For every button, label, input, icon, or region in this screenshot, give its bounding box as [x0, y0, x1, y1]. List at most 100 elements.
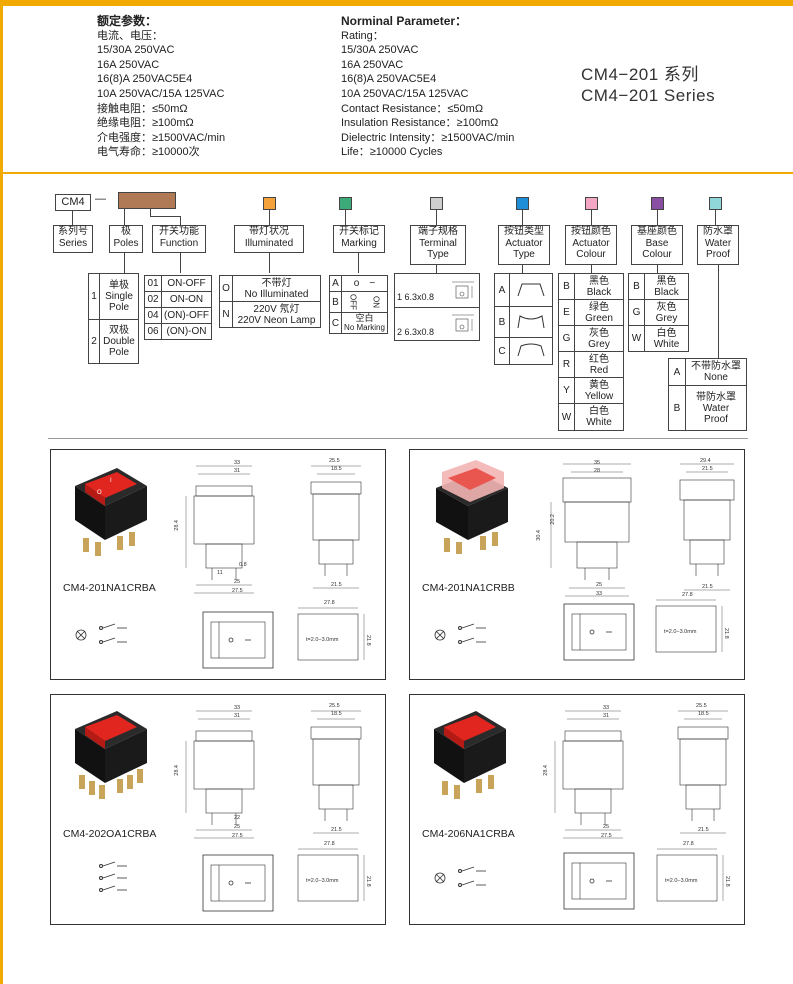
base-colour-code: B	[628, 273, 645, 300]
terminal-label: 6.3x0.8	[404, 327, 435, 337]
text-label: 27.5	[601, 833, 612, 839]
spec-cn-line: 电流、电压：	[97, 29, 163, 42]
act-colour-code: R	[558, 351, 575, 378]
actuator-code: C	[494, 337, 510, 365]
text-label: 18.5	[331, 466, 342, 472]
function-code: 04	[144, 307, 162, 324]
spec-cn-line: 介电强度：≥1500VAC/min	[97, 131, 226, 144]
text-label: Single	[105, 291, 133, 302]
text-label: 33	[234, 460, 241, 466]
illum-code: N	[219, 301, 233, 328]
text-label: 30.4	[536, 530, 542, 541]
series-title: CM4−201 系列 CM4−201 Series	[581, 64, 715, 106]
spec-cn-line: 10A 250VAC/15A 125VAC	[97, 87, 225, 100]
top-accent-bar	[0, 0, 793, 6]
text-label: 按钮类型	[504, 226, 544, 237]
text-label: 端子规格	[418, 226, 458, 237]
text-label: Function	[159, 237, 199, 249]
terminal-label: 6.3x0.8	[404, 292, 435, 302]
panel-face-drawing	[202, 611, 274, 669]
text-label: 21.5	[702, 584, 713, 590]
text-label: Colour	[576, 249, 606, 260]
text-label: Double	[103, 336, 135, 347]
actuator-shape-c	[509, 337, 553, 365]
text-label: Type	[513, 249, 535, 260]
spec-cn-line: 16A 250VAC	[97, 58, 160, 71]
text-label: Pole	[108, 302, 129, 313]
section-divider	[0, 172, 793, 174]
text-label: 基座颜色	[637, 226, 677, 237]
terminal-drawing-1	[452, 281, 474, 299]
text-label: 28	[594, 468, 601, 474]
series-title-cn: CM4−201 系列	[581, 65, 699, 84]
front-drawing	[554, 710, 624, 839]
text-label: Water	[702, 402, 730, 414]
text-label: 31	[234, 468, 241, 474]
spec-en: Norminal Parameter： Rating： 15/30A 250VA…	[341, 14, 514, 160]
text-label: 绿色	[589, 301, 609, 313]
text-label: 灰色	[589, 327, 609, 339]
text-label: 20.2	[550, 514, 556, 525]
base-colour-code: W	[628, 325, 645, 352]
spec-cn-line: 16(8)A 250VAC5E4	[97, 73, 193, 86]
function-code: 06	[144, 323, 162, 340]
text-label: 25.5	[696, 703, 707, 709]
product-model: CM4-201NA1CRBA	[63, 582, 156, 594]
text-label: 系列号	[58, 226, 88, 237]
spec-cn-line: 绝缘电阻：≥100mΩ	[97, 117, 194, 130]
text-label: 27.8	[683, 841, 694, 847]
text-label: Terminal	[419, 237, 457, 249]
text-label: Actuator	[505, 237, 543, 249]
act-colour-code: G	[558, 325, 575, 352]
text-label: 18.5	[698, 711, 709, 717]
spec-en-line: Dielectric Intensity：≥1500VAC/min	[341, 131, 515, 144]
text-label: 220V Neon Lamp	[237, 314, 316, 326]
text-label: 0.8	[239, 562, 247, 568]
text-label: 27.8	[682, 592, 693, 598]
actuator-code: A	[494, 273, 510, 307]
text-label: Yellow	[584, 390, 614, 402]
act-colour-code: W	[558, 403, 575, 431]
front-drawing	[185, 710, 255, 839]
code-swatch-pink	[585, 197, 598, 210]
text-label: 单极	[109, 280, 129, 291]
code-swatch-green	[339, 197, 352, 210]
text-label: 极	[121, 226, 131, 237]
text-label: 11	[217, 570, 223, 576]
terminal-code: 2	[397, 327, 403, 337]
spec-en-title: Norminal Parameter：	[341, 14, 468, 28]
text-label: Proof	[706, 249, 730, 260]
text-label: t=2.0−3.0mm	[306, 637, 339, 643]
circuit-symbol	[434, 623, 486, 644]
text-label: Actuator	[572, 237, 610, 249]
spec-en-line: Life：≥10000 Cycles	[341, 146, 443, 159]
code-prefix-box: CM4	[55, 194, 91, 211]
text-label: o	[353, 278, 360, 289]
spec-cn-title: 额定参数：	[97, 14, 158, 28]
spec-en-line: Insulation Resistance：≥100mΩ	[341, 117, 499, 130]
text-label: 不带灯	[261, 277, 292, 289]
text-label: 带灯状况	[249, 226, 289, 237]
side-drawing	[677, 710, 729, 834]
waterproof-code: A	[668, 358, 686, 386]
panel-face-drawing	[563, 852, 635, 910]
text-label: 21.8	[723, 628, 729, 639]
product-panel-4: CM4-206NA1CRBA 33 31 28.4 25 27.5 25.5 1…	[409, 694, 745, 925]
product-photo	[75, 711, 147, 799]
terminal-code: 1	[397, 292, 403, 302]
waterproof-code: B	[668, 385, 686, 431]
text-label: 25	[234, 824, 241, 830]
text-label: 22	[234, 815, 241, 821]
product-panel-2: CM4-201NA1CRBB 35 28 30.4 20.2 25 33 29.…	[409, 449, 745, 680]
product-model: CM4-201NA1CRBB	[422, 582, 515, 594]
